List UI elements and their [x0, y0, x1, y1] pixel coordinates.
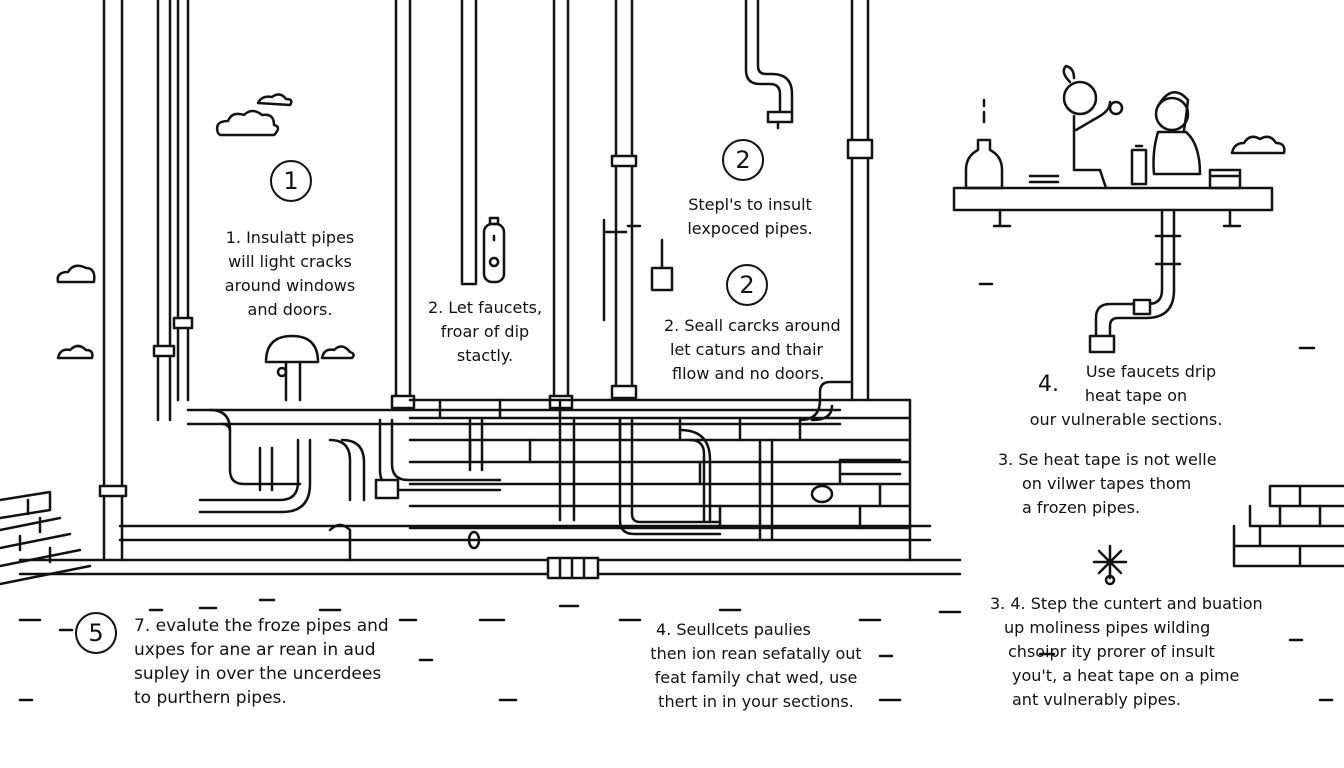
- step-marker-1: 1: [270, 160, 312, 202]
- person-icon: [1062, 64, 1124, 190]
- snowflake-icon: [1092, 544, 1128, 586]
- person-icon: [1130, 91, 1202, 186]
- step-4-number: 4.: [1038, 372, 1059, 397]
- vertical-pipes: [98, 0, 874, 562]
- cloud-icon: [215, 109, 280, 137]
- step-marker-2-center: 2: [726, 264, 768, 306]
- brick-wall: [0, 398, 1344, 586]
- step-2-left-text: 2. Let faucets, froar of dip stactly.: [427, 298, 543, 365]
- valve-icon: [602, 218, 674, 322]
- step-4-text: Use faucets drip heat tape on our vulner…: [1029, 362, 1223, 429]
- step-2-right-text: 2. Seall carcks around let caturs and th…: [664, 316, 841, 383]
- bottle-icon: [964, 98, 1004, 190]
- container-icon: [1028, 168, 1242, 190]
- faucet-icon: [744, 0, 794, 130]
- step-4-bottom-text: 4. Seullcets paulies then ion rean sefat…: [650, 620, 862, 711]
- valve-icon: [482, 216, 506, 284]
- step-marker-5: 5: [75, 612, 117, 654]
- cloud-icon: [56, 264, 96, 284]
- shelf-scene: [952, 186, 1274, 354]
- cloud-icon: [56, 344, 94, 360]
- ground-dashes: [18, 282, 1334, 702]
- vent-icon: [264, 334, 320, 402]
- step-7-text: 7. evalute the froze pipes and uxpes for…: [134, 616, 389, 708]
- step-2-top-text: Stepl's to insult lexpoced pipes.: [687, 195, 813, 238]
- step-marker-2-top: 2: [722, 139, 764, 181]
- horizontal-pipes: [18, 380, 962, 580]
- step-3-right-text: 3. Se heat tape is not welle on vilwer t…: [998, 450, 1217, 517]
- cloud-icon: [256, 93, 293, 107]
- step-1-text: 1. Insulatt pipes will light cracks arou…: [224, 228, 356, 319]
- cloud-icon: [320, 345, 355, 360]
- cloud-icon: [1230, 135, 1286, 155]
- step-3-4-bottom-text: 3. 4. Step the cuntert and buation up mo…: [990, 594, 1263, 709]
